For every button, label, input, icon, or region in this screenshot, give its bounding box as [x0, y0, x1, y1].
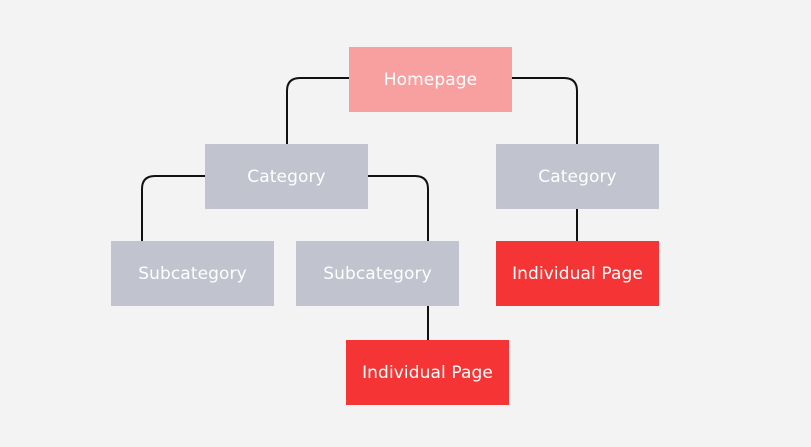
category-label: Category	[247, 166, 326, 187]
homepage-node: Homepage	[349, 47, 512, 112]
subcategory-node-left: Subcategory	[111, 241, 274, 306]
individual-page-label: Individual Page	[362, 362, 493, 383]
category-node-left: Category	[205, 144, 368, 209]
homepage-label: Homepage	[383, 69, 478, 90]
subcategory-label: Subcategory	[138, 263, 247, 284]
edge-homepage-category-right	[511, 77, 578, 145]
edge-category-left-subcategory-right	[367, 175, 429, 242]
edge-homepage-category-left	[286, 77, 350, 145]
edge-category-left-subcategory-left	[141, 175, 206, 242]
subcategory-node-right: Subcategory	[296, 241, 459, 306]
category-label: Category	[538, 166, 617, 187]
subcategory-label: Subcategory	[323, 263, 432, 284]
individual-page-label: Individual Page	[512, 263, 643, 284]
category-node-right: Category	[496, 144, 659, 209]
individual-page-node-bottom: Individual Page	[346, 340, 509, 405]
individual-page-node-right: Individual Page	[496, 241, 659, 306]
